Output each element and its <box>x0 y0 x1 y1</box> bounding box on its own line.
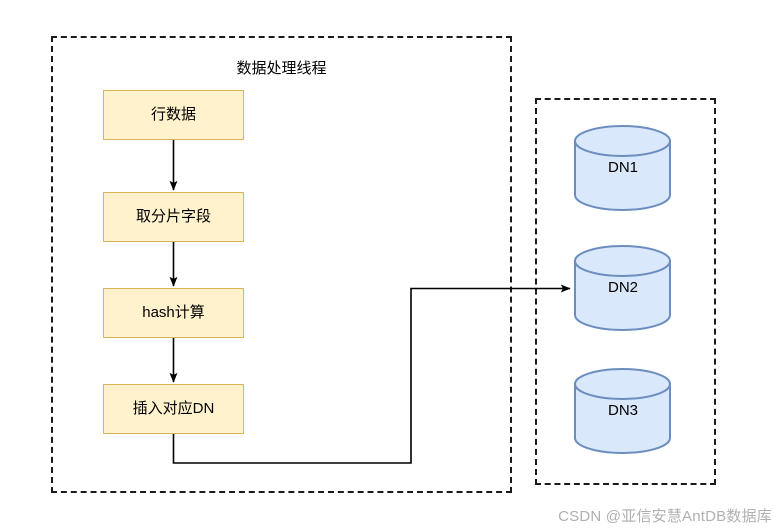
group-title-data-processing-thread: 数据处理线程 <box>236 60 327 77</box>
datanode-label-dn2: DN2 <box>607 279 638 296</box>
watermark-text: CSDN @亚信安慧AntDB数据库 <box>558 508 772 525</box>
process-box-insert-into-dn-label: 插入对应DN <box>132 400 215 417</box>
process-box-shard-key-label: 取分片字段 <box>135 208 211 225</box>
process-box-shard-key[interactable]: 取分片字段 <box>103 192 244 242</box>
group-data-processing-thread: 数据处理线程 <box>51 36 512 493</box>
process-box-row-data-label: 行数据 <box>150 106 196 123</box>
datanode-label-dn3: DN3 <box>607 402 638 419</box>
datanode-label-dn1: DN1 <box>607 159 638 176</box>
process-box-hash-compute[interactable]: hash计算 <box>103 288 244 338</box>
process-box-row-data[interactable]: 行数据 <box>103 90 244 140</box>
process-box-insert-into-dn[interactable]: 插入对应DN <box>103 384 244 434</box>
process-box-hash-compute-label: hash计算 <box>142 304 205 321</box>
